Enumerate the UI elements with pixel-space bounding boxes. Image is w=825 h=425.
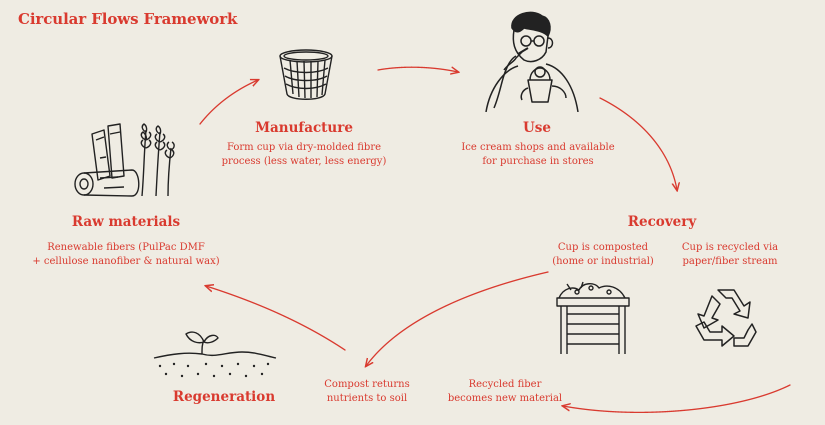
seedling-soil-icon	[153, 331, 277, 378]
manufacture-description: Form cup via dry-molded fibre process (l…	[221, 142, 387, 167]
person-eating-icon	[485, 11, 579, 112]
arrow-recycled-to-regeneration	[563, 384, 791, 414]
arrow-manufacture-to-use	[377, 67, 458, 72]
arrow-raw-to-manufacture	[199, 80, 258, 125]
cup-icon	[279, 49, 333, 100]
recycled-fiber-note: Recycled fiber becomes new material	[447, 379, 563, 404]
arrow-regeneration-to-raw	[206, 286, 346, 351]
recovery-recycled-description: Cup is recycled via paper/fiber stream	[681, 242, 779, 267]
compost-returns-note: Compost returns nutrients to soil	[324, 379, 410, 404]
arrow-use-to-recovery	[599, 97, 677, 190]
recovery-heading: Recovery	[627, 214, 697, 230]
page-title: Circular Flows Framework	[18, 10, 238, 28]
manufacture-heading: Manufacture	[255, 120, 353, 136]
raw-materials-description: Renewable fibers (PulPac DMF + cellulose…	[32, 242, 220, 267]
use-heading: Use	[523, 120, 551, 136]
wood-wheat-icon	[74, 123, 175, 197]
use-description: Ice cream shops and available for purcha…	[461, 142, 615, 167]
arrow-compost-to-regeneration	[366, 271, 549, 366]
raw-materials-heading: Raw materials	[71, 214, 181, 230]
regeneration-heading: Regeneration	[172, 389, 276, 405]
compost-bin-icon	[556, 281, 630, 354]
recovery-composted-description: Cup is composted (home or industrial)	[552, 242, 654, 267]
recycle-icon	[695, 289, 757, 347]
